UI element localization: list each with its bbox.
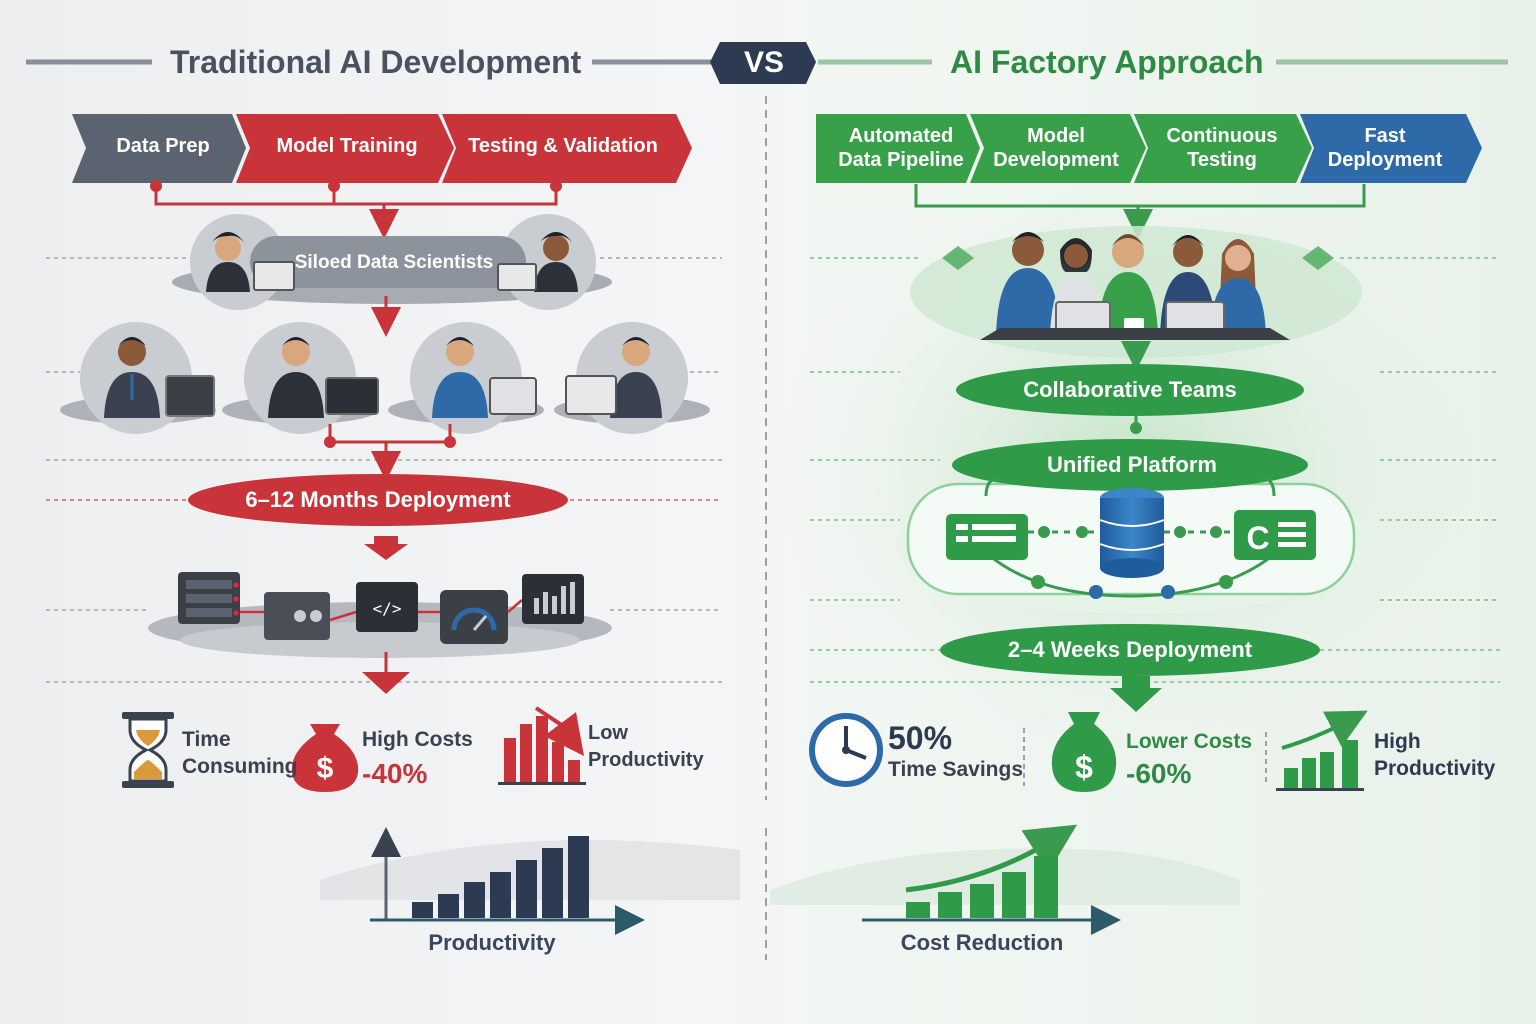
svg-text:</>: </>: [373, 599, 402, 618]
productivity-bars: [412, 836, 589, 918]
timeline-pill-red: [188, 474, 568, 526]
platform-nodes: C: [946, 488, 1316, 599]
step-automated-pipeline: Automated Data Pipeline: [838, 125, 964, 171]
chart-bar: [438, 894, 459, 918]
chart-bar: [490, 872, 511, 918]
rising-chart-icon: [1276, 710, 1368, 791]
low-productivity-label: Low Productivity: [588, 722, 704, 771]
chart-bar: [464, 882, 485, 918]
factory-title: AI Factory Approach: [950, 44, 1264, 80]
traditional-timeline-label: 6–12 Months Deployment: [245, 487, 511, 512]
svg-text:C: C: [1246, 520, 1269, 556]
siloed-scientists-label: Siloed Data Scientists: [294, 252, 494, 273]
lower-costs-label: Lower Costs: [1126, 730, 1253, 753]
cost-reduction-bars: [906, 856, 1058, 918]
chevron-testing: [442, 114, 692, 183]
declining-chart-icon: [498, 706, 586, 785]
chart-bar: [542, 848, 563, 918]
arrow-down: [364, 536, 408, 560]
connector-dot: [328, 180, 340, 192]
silo-label-bg: [250, 236, 526, 288]
scientist-icon: [206, 232, 295, 292]
vs-badge: [710, 42, 816, 84]
connector-dot: [150, 180, 162, 192]
connector-dot: [324, 436, 336, 448]
cost-reduction-chart: [862, 824, 1121, 935]
scientist-icon: [497, 232, 578, 292]
team-people: [980, 232, 1290, 340]
factory-timeline-label: 2–4 Weeks Deployment: [1007, 637, 1253, 662]
step-fast-deployment: Fast Deployment: [1327, 125, 1443, 171]
step-model-development: Model Development: [993, 125, 1119, 171]
chart-bar: [1002, 872, 1026, 918]
step-testing-validation: Testing & Validation: [468, 135, 658, 157]
chevron-fast-deployment: [1300, 114, 1482, 183]
arrow-down: [362, 672, 410, 694]
chart-bar: [1034, 856, 1058, 918]
chart-bar: [938, 892, 962, 918]
timeline-pill-green: [940, 624, 1320, 676]
svg-text:$: $: [1075, 749, 1093, 785]
diamond-accent: [942, 246, 974, 270]
time-consuming-label: Time Consuming: [182, 728, 298, 778]
chart-bar: [906, 902, 930, 918]
right-step-connector: [914, 184, 1366, 239]
chart-bar: [970, 884, 994, 918]
lower-costs-value: -60%: [1126, 758, 1192, 789]
step-data-prep: Data Prep: [116, 135, 210, 157]
collaborative-teams-label: Collaborative Teams: [1023, 377, 1237, 402]
clock-icon: [809, 713, 883, 787]
right-guides: [810, 257, 1500, 683]
vs-label: VS: [743, 46, 785, 79]
high-costs-value: -40%: [362, 758, 428, 789]
traditional-title: Traditional AI Development: [170, 44, 582, 80]
team-pill: [956, 364, 1304, 416]
time-savings-value: 50%: [888, 720, 953, 756]
chart-bar: [568, 836, 589, 918]
high-costs-label: High Costs: [362, 728, 473, 751]
chevron-model-development: [970, 114, 1146, 183]
unified-platform-label: Unified Platform: [1047, 452, 1217, 477]
high-productivity-label: High Productivity: [1374, 730, 1496, 780]
money-bag-green-icon: $: [1051, 712, 1117, 792]
infrastructure-icons: </>: [178, 572, 584, 644]
chart-bar: [412, 902, 433, 918]
isolated-scientists: [60, 322, 710, 434]
platform-loop: [984, 476, 1276, 598]
connector-dot: [550, 180, 562, 192]
arrow-down: [1110, 676, 1162, 712]
diamond-accent: [1302, 246, 1334, 270]
connector-dot: [1130, 422, 1142, 434]
left-step-connector: [154, 184, 558, 239]
svg-text:$: $: [317, 752, 334, 785]
scientist-connector: [328, 424, 452, 481]
chevron-data-prep: [72, 114, 246, 183]
connector-dot: [444, 436, 456, 448]
time-savings-label: Time Savings: [888, 758, 1024, 781]
step-continuous-testing: Continuous Testing: [1166, 125, 1278, 171]
chevron-automated-pipeline: [816, 114, 980, 183]
productivity-caption: Productivity: [428, 930, 556, 955]
hourglass-icon: [122, 712, 174, 788]
chevron-model-training: [236, 114, 454, 183]
money-bag-icon: $: [291, 724, 359, 792]
step-model-training: Model Training: [276, 135, 418, 157]
cost-reduction-caption: Cost Reduction: [900, 930, 1064, 955]
chevron-continuous-testing: [1134, 114, 1312, 183]
platform-pill: [952, 439, 1308, 491]
productivity-chart: [370, 827, 645, 935]
chart-bar: [516, 860, 537, 918]
